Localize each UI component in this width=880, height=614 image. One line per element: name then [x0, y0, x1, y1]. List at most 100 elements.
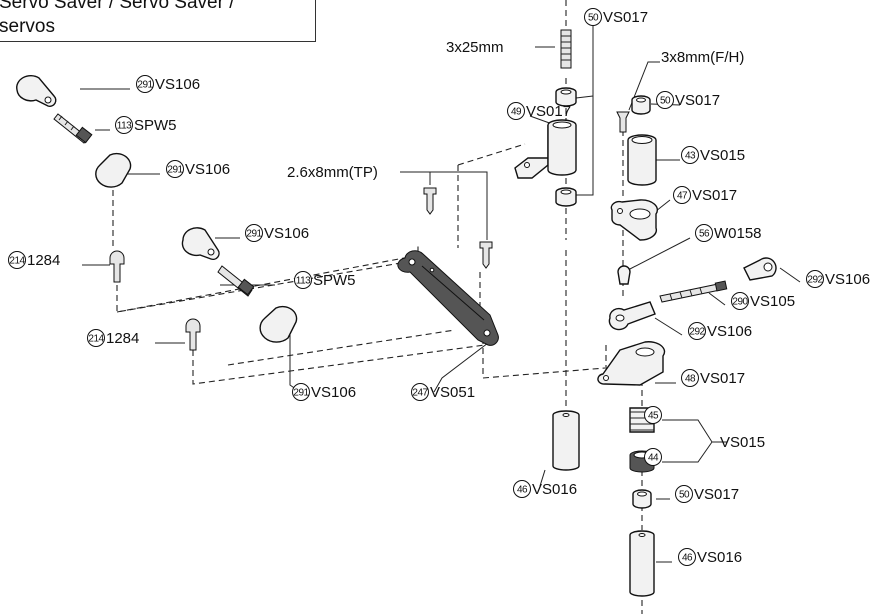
part-code-text: 3x8mm(F/H) [661, 49, 744, 66]
ball-cup-291-c-part [181, 227, 220, 261]
label-lvs015: VS015 [720, 434, 765, 451]
label-l46b: 46 VS016 [678, 548, 742, 566]
callout-circle [731, 292, 749, 310]
shaft-46-middle-part [552, 410, 580, 471]
part-code-text: VS016 [697, 549, 742, 566]
label-l44: 44 [644, 448, 662, 466]
callout-number: 50 [679, 490, 690, 501]
part-code-text: VS017 [700, 370, 745, 387]
callout-circle [806, 270, 824, 288]
callout-number: 214 [9, 256, 25, 267]
screw-2.6x8mm-right-part [479, 241, 493, 269]
part-code-text: SPW5 [134, 117, 177, 134]
callout-circle [678, 548, 696, 566]
part-code-text: VS106 [707, 323, 752, 340]
callout-circle [411, 383, 429, 401]
bushing-50-right-part [631, 95, 651, 115]
callout-circle [8, 251, 26, 269]
callout-circle [513, 480, 531, 498]
callout-circle [644, 448, 662, 466]
callout-number: 291 [167, 165, 183, 176]
callout-number: 45 [648, 411, 659, 422]
callout-number: 46 [517, 485, 528, 496]
ball-stud-113-a-part [53, 113, 93, 144]
callout-circle [245, 224, 263, 242]
turnbuckle-290-part [659, 280, 728, 303]
label-l48: 48 VS017 [681, 369, 745, 387]
callout-number: 291 [246, 229, 262, 240]
bushing-50-upper-part [555, 87, 577, 107]
label-l26: 2.6x8mm(TP) [287, 164, 378, 181]
part-code-text: VS017 [692, 187, 737, 204]
callout-circle [695, 224, 713, 242]
callout-number: 46 [682, 553, 693, 564]
callout-circle [115, 116, 133, 134]
saver-arm-48-part [597, 341, 666, 386]
part-code-text: 1284 [27, 252, 60, 269]
callout-circle [584, 8, 602, 26]
label-l47: 47 VS017 [673, 186, 737, 204]
part-code-text: VS106 [264, 225, 309, 242]
title-line-2: servos [0, 16, 55, 37]
bushing-50-lower-part [632, 489, 652, 509]
callout-circle [87, 329, 105, 347]
screw-3x25mm-part [560, 29, 572, 69]
ball-cup-291-d-part [259, 305, 298, 343]
part-code-text: VS106 [825, 271, 870, 288]
ball-cup-291-a-part [16, 74, 57, 107]
tube-43-part [627, 134, 657, 186]
part-code-text: VS017 [675, 92, 720, 109]
ball-56-part [617, 265, 631, 285]
callout-number: 47 [677, 191, 688, 202]
callout-number: 214 [88, 334, 104, 345]
callout-number: 292 [689, 327, 705, 338]
saver-arm-47-part [610, 199, 659, 241]
part-code-text: VS051 [430, 384, 475, 401]
callout-circle [292, 383, 310, 401]
callout-circle [166, 160, 184, 178]
label-l46a: 46 VS016 [513, 480, 577, 498]
callout-number: 49 [511, 107, 522, 118]
callout-number: 292 [807, 275, 823, 286]
callout-number: 50 [660, 96, 671, 107]
callout-number: 291 [293, 388, 309, 399]
servo-arm-49-part [514, 119, 577, 179]
callout-circle [294, 271, 312, 289]
part-code-text: 2.6x8mm(TP) [287, 164, 378, 181]
rod-end-292-lower-part [608, 301, 656, 331]
bushing-50-middle-part [555, 187, 577, 207]
ball-214-a-part [109, 250, 125, 283]
callout-circle [656, 91, 674, 109]
callout-number: 50 [588, 13, 599, 24]
shaft-46-lower-part [629, 530, 655, 597]
part-code-text: VS016 [532, 481, 577, 498]
callout-circle [681, 369, 699, 387]
ball-stud-113-b-part [217, 265, 255, 297]
callout-number: 290 [732, 297, 748, 308]
ball-214-b-part [185, 318, 201, 351]
title-line-1: Servo Saver / Servo Saver / [0, 0, 235, 13]
callout-number: 113 [296, 276, 311, 287]
callout-number: 247 [412, 388, 428, 399]
callout-circle [136, 75, 154, 93]
parts [16, 29, 777, 597]
callout-number: 48 [685, 374, 696, 385]
screw-3x8mm-part [616, 111, 630, 133]
part-code-text: VS106 [185, 161, 230, 178]
callout-circle [675, 485, 693, 503]
